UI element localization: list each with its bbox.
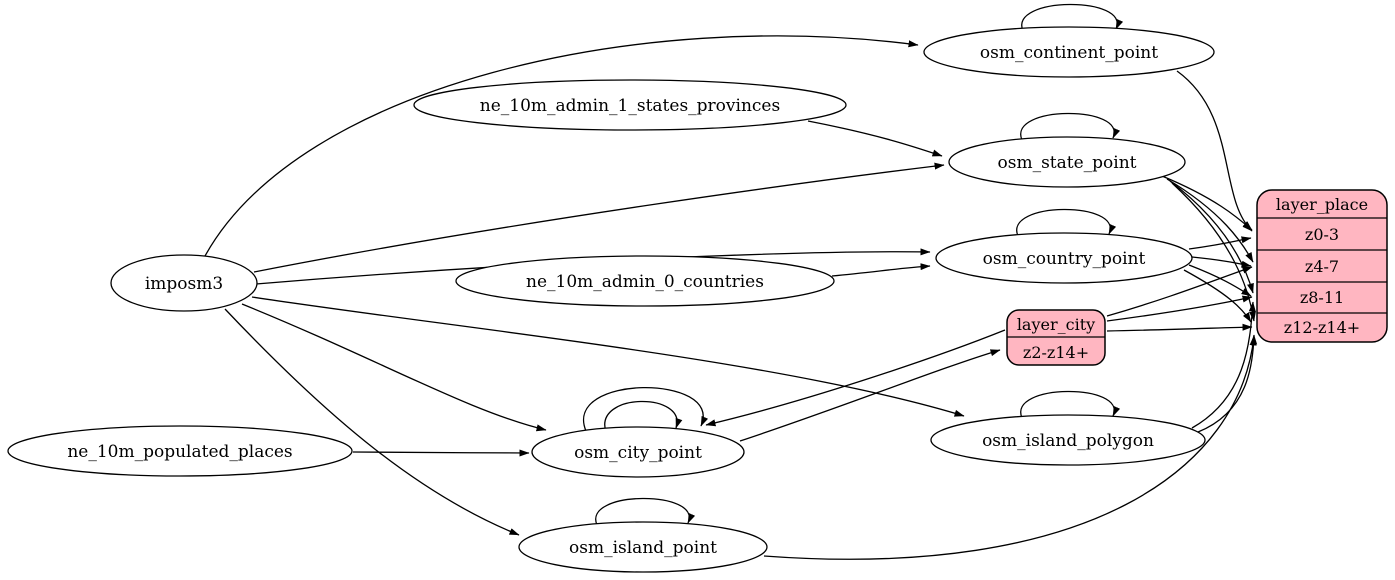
selfloop-osm_island_polygon <box>1020 390 1121 419</box>
record-layer_city: layer_city z2-z14+ <box>1006 309 1106 366</box>
node-osm_island_point-shape <box>518 521 768 573</box>
edge-layer_city-layer_place-z8-11 <box>1106 295 1253 322</box>
node-ne_10m_admin_1_states_provinces: ne_10m_admin_1_states_provinces <box>413 79 847 131</box>
edge-osm_continent_point-layer_place-z0-3 <box>1176 70 1253 232</box>
node-imposm3-label: imposm3 <box>145 274 223 294</box>
selfloop-osm_island_point <box>595 497 696 526</box>
edge-imposm3-osm_city_point <box>241 303 547 432</box>
edge-ne_10m_admin_0_countries-osm_country_point <box>831 263 931 277</box>
edge-osm_city_point-layer_city <box>739 349 1001 442</box>
edge-imposm3-osm_island_point <box>224 308 520 536</box>
edge-imposm3-osm_continent_point <box>204 35 919 257</box>
node-osm_state_point: osm_state_point <box>948 136 1186 188</box>
edge-osm_country_point-layer_place-z12-z14 <box>1183 269 1252 323</box>
record-layer_place-row-z8-11: z8-11 <box>1300 288 1344 307</box>
record-layer_place: layer_place z0-3 z4-7 z8-11 z12-z14+ <box>1256 189 1388 343</box>
node-ne_10m_populated_places-label: ne_10m_populated_places <box>67 442 292 462</box>
node-osm_country_point: osm_country_point <box>935 232 1193 284</box>
selfloop-osm_continent_point <box>1021 3 1124 32</box>
node-imposm3: imposm3 <box>110 254 258 312</box>
node-osm_city_point: osm_city_point <box>531 426 745 478</box>
record-layer_place-box <box>1256 189 1388 343</box>
edge-layer_city-layer_place-z4-7 <box>1106 266 1253 317</box>
node-osm_continent_point: osm_continent_point <box>923 26 1215 78</box>
edge-osm_state_point-layer_place-z4-7 <box>1166 178 1254 263</box>
node-osm_island_point: osm_island_point <box>518 521 768 573</box>
node-imposm3-shape <box>110 254 258 312</box>
selfloop-osm_state_point <box>1020 112 1121 141</box>
node-osm_continent_point-label: osm_continent_point <box>980 43 1158 63</box>
edge-osm_island_point-layer_place-z12-z14 <box>763 335 1257 560</box>
edge-layer_city-osm_city_point <box>705 329 1006 427</box>
node-ne_10m_admin_1_states_provinces-shape <box>413 79 847 131</box>
node-ne_10m_populated_places-shape <box>7 425 353 477</box>
node-osm_continent_point-shape <box>923 26 1215 78</box>
record-layer_place-row-z0-3: z0-3 <box>1305 225 1339 244</box>
edge-osm_country_point-layer_place-z0-3 <box>1188 236 1252 250</box>
node-osm_island_polygon-label: osm_island_polygon <box>982 431 1154 451</box>
edge-osm_state_point-layer_place-z0-3 <box>1161 175 1253 231</box>
record-layer_place-row-z4-7: z4-7 <box>1305 257 1339 276</box>
node-osm_state_point-shape <box>948 136 1186 188</box>
selfloop-osm_city_point-outer <box>582 387 709 432</box>
edge-osm_island_polygon-layer_place-z8-11 <box>1191 301 1256 429</box>
edge-ne_10m_admin_1_states_provinces-osm_state_point <box>807 120 943 157</box>
edges <box>204 3 1258 560</box>
edge-osm_country_point-layer_place-z4-7 <box>1191 256 1252 268</box>
node-osm_country_point-label: osm_country_point <box>983 249 1146 269</box>
node-ne_10m_populated_places: ne_10m_populated_places <box>7 425 353 477</box>
node-ne_10m_admin_0_countries: ne_10m_admin_0_countries <box>455 255 835 307</box>
node-osm_country_point-shape <box>935 232 1193 284</box>
edge-imposm3-osm_island_polygon <box>251 296 965 417</box>
edge-ne_10m_populated_places-osm_city_point <box>352 449 530 457</box>
node-ne_10m_admin_0_countries-shape <box>455 255 835 307</box>
record-layer_city-title: layer_city <box>1017 315 1095 334</box>
node-ne_10m_admin_0_countries-label: ne_10m_admin_0_countries <box>526 272 764 292</box>
edge-osm_state_point-layer_place-z8-11 <box>1169 180 1254 294</box>
edge-layer_city-layer_place-z12-z14 <box>1106 323 1253 332</box>
node-osm_island_point-label: osm_island_point <box>569 538 717 558</box>
record-layer_place-row-z12-z14: z12-z14+ <box>1284 318 1360 337</box>
node-osm_island_polygon-shape <box>930 414 1206 466</box>
node-osm_city_point-shape <box>531 426 745 478</box>
node-osm_state_point-label: osm_state_point <box>998 153 1137 173</box>
node-ne_10m_admin_1_states_provinces-label: ne_10m_admin_1_states_provinces <box>480 96 780 116</box>
edge-osm_country_point-layer_place-z8-11 <box>1188 264 1252 297</box>
node-osm_city_point-label: osm_city_point <box>574 443 702 463</box>
selfloop-osm_city_point-inner <box>604 400 683 433</box>
record-layer_place-title: layer_place <box>1276 195 1368 214</box>
edge-imposm3-osm_state_point <box>253 162 945 273</box>
selfloop-osm_country_point <box>1016 208 1117 237</box>
node-osm_island_polygon: osm_island_polygon <box>930 414 1206 466</box>
record-layer_city-row-z2-z14: z2-z14+ <box>1023 343 1089 362</box>
